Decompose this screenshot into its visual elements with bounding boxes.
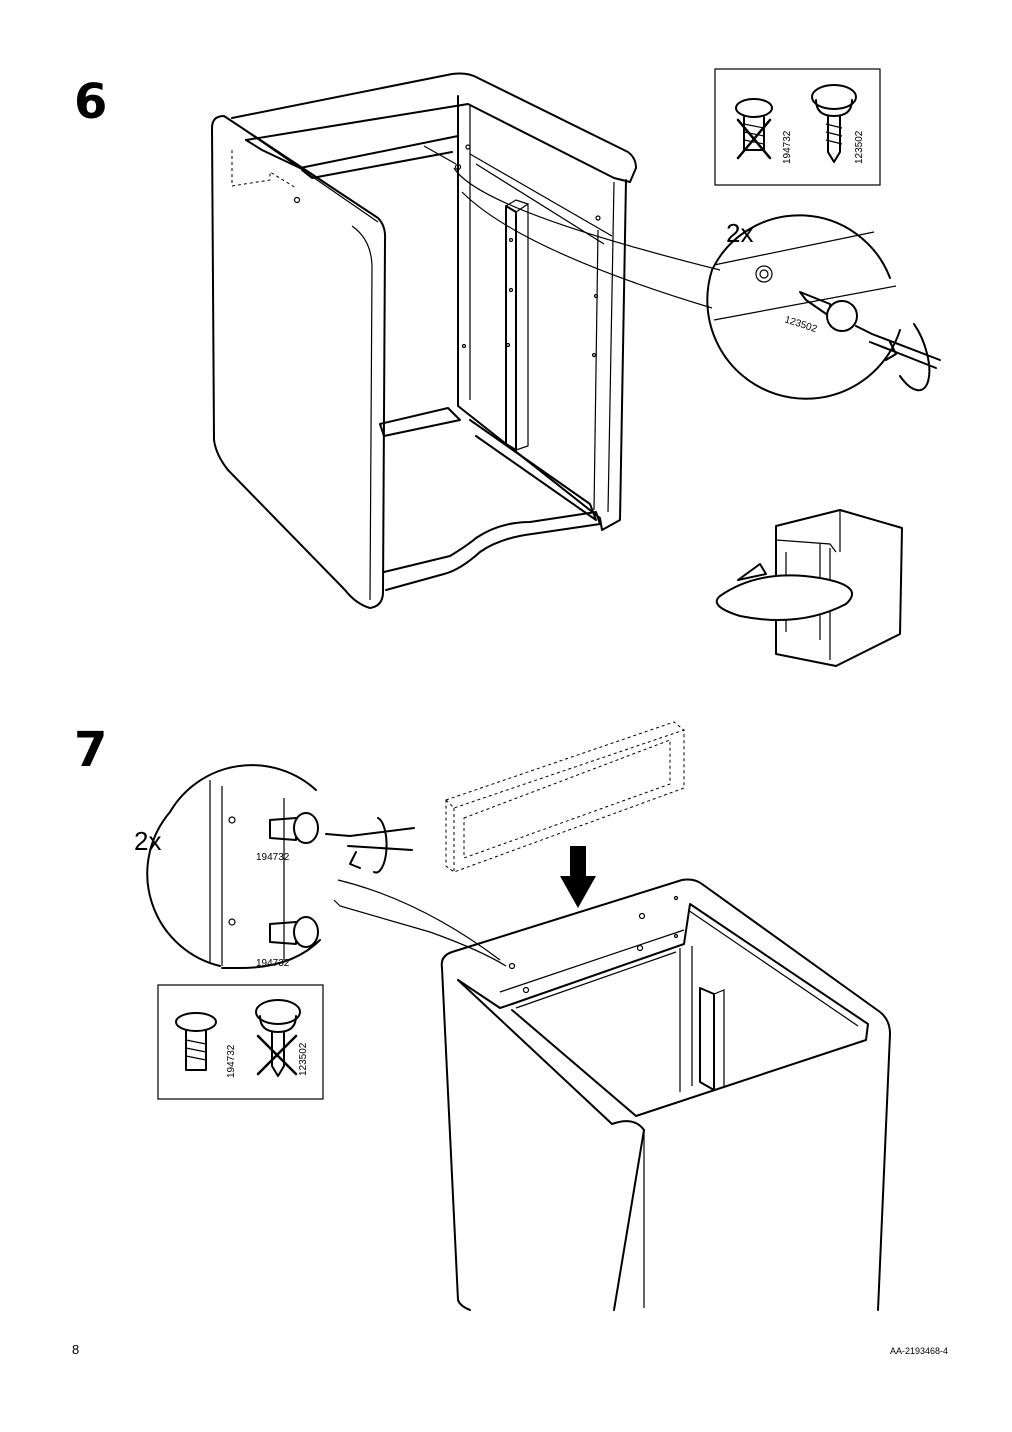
document-code: AA-2193468-4 [889,1346,948,1356]
step-6-parts-box [714,68,881,186]
step-7-callout-part-label-2: 194732 [256,958,290,969]
step-7-box-part-2-label: 123502 [298,1042,309,1076]
step-6-cabinet-drawing [211,72,721,609]
step-6-zoom-callout [706,214,941,400]
step-6-rotate-hint [715,509,903,667]
step-7-callout-part-label-1: 194732 [256,852,290,863]
step-7-quantity: 2x [134,826,161,856]
step-6-box-part-1-label: 194732 [782,130,793,164]
step-7-cabinet-drawing [440,878,891,1311]
step-7-number: 7 [74,722,108,778]
step-6-box-part-2-label: 123502 [854,130,865,164]
step-7-box-part-1-label: 194732 [226,1044,237,1078]
step-7-parts-box [157,984,324,1100]
step-7-zoom-callout [146,764,507,969]
step-6-number: 6 [74,74,108,130]
step-6-callout-part-label: 123502 [783,314,819,335]
step-6-quantity: 2x [726,218,753,248]
step-7-top-panel-ghost [445,721,685,873]
page-number: 8 [72,1342,80,1357]
down-arrow-icon [560,846,596,908]
